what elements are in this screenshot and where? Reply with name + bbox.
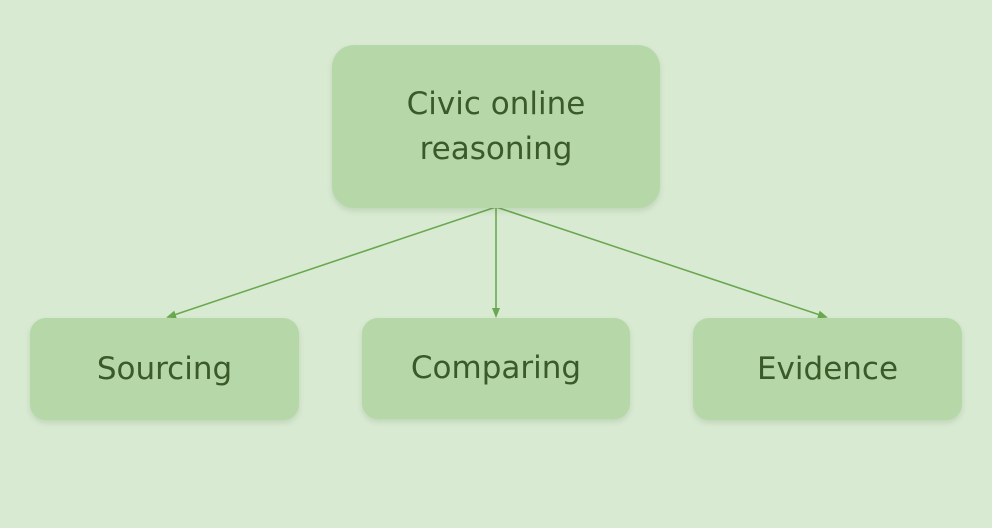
child-node-label: Evidence	[756, 350, 899, 387]
connector-root-to-evidence	[495, 206, 828, 319]
child-node-comparing: Comparing	[362, 318, 630, 419]
root-node-label: Civic online reasoning	[406, 86, 586, 167]
child-node-sourcing: Sourcing	[30, 318, 299, 420]
child-node-label: Comparing	[410, 350, 582, 387]
connector-root-to-sourcing	[166, 206, 497, 319]
root-node: Civic online reasoning	[332, 45, 660, 208]
child-node-evidence: Evidence	[693, 318, 962, 420]
child-node-label: Sourcing	[96, 350, 233, 387]
